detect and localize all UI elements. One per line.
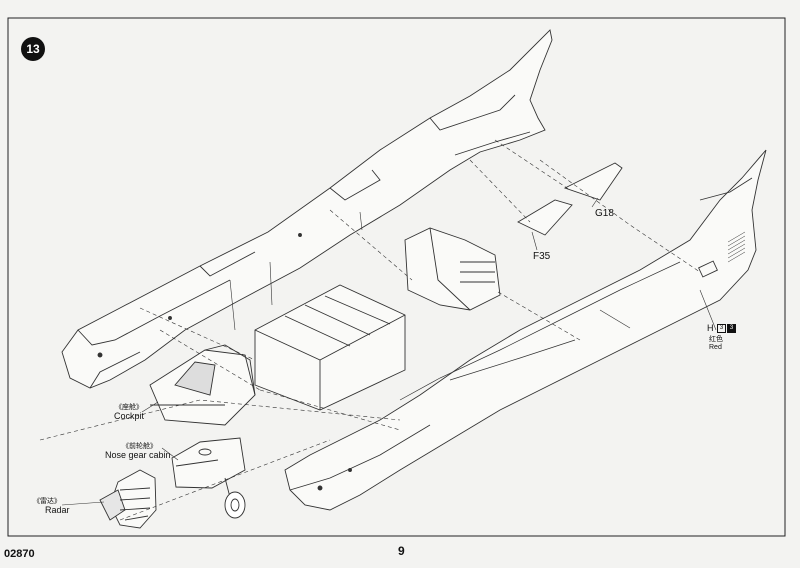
cockpit-tub bbox=[149, 344, 256, 426]
electronics-bay bbox=[254, 284, 406, 411]
part-f35-shape bbox=[517, 199, 573, 236]
paint-name-cn: 红色 bbox=[709, 336, 723, 343]
intake-bulkhead bbox=[404, 227, 501, 311]
nose-gear-label: Nose gear cabin bbox=[105, 450, 171, 460]
paint-code-box-filled: 3 bbox=[727, 324, 737, 334]
radar-label-cn: 《雷达》 bbox=[33, 498, 61, 505]
paint-part-label: H bbox=[707, 323, 714, 333]
assembly-guides bbox=[39, 139, 701, 521]
cockpit-label: Cockpit bbox=[114, 411, 145, 421]
part-g18-shape bbox=[563, 162, 623, 201]
upper-fuselage-half bbox=[61, 29, 553, 389]
paint-name-en: Red bbox=[709, 344, 722, 351]
lower-fuselage-half bbox=[284, 149, 767, 511]
cockpit-label-cn: 《座舱》 bbox=[115, 404, 143, 411]
paint-code-box: 3 bbox=[717, 324, 727, 334]
radar-dish bbox=[99, 469, 157, 529]
part-label-f35: F35 bbox=[533, 251, 551, 262]
part-label-g18: G18 bbox=[595, 208, 614, 219]
nose-gear-bay bbox=[171, 437, 246, 519]
page-border bbox=[7, 17, 786, 537]
page-number: 9 bbox=[398, 544, 405, 558]
callout-leaders bbox=[61, 197, 717, 506]
nose-gear-label-cn: 《前轮舱》 bbox=[122, 443, 157, 450]
step-number-badge: 13 bbox=[21, 37, 45, 61]
radar-label: Radar bbox=[45, 505, 70, 515]
kit-code: 02870 bbox=[4, 548, 35, 560]
